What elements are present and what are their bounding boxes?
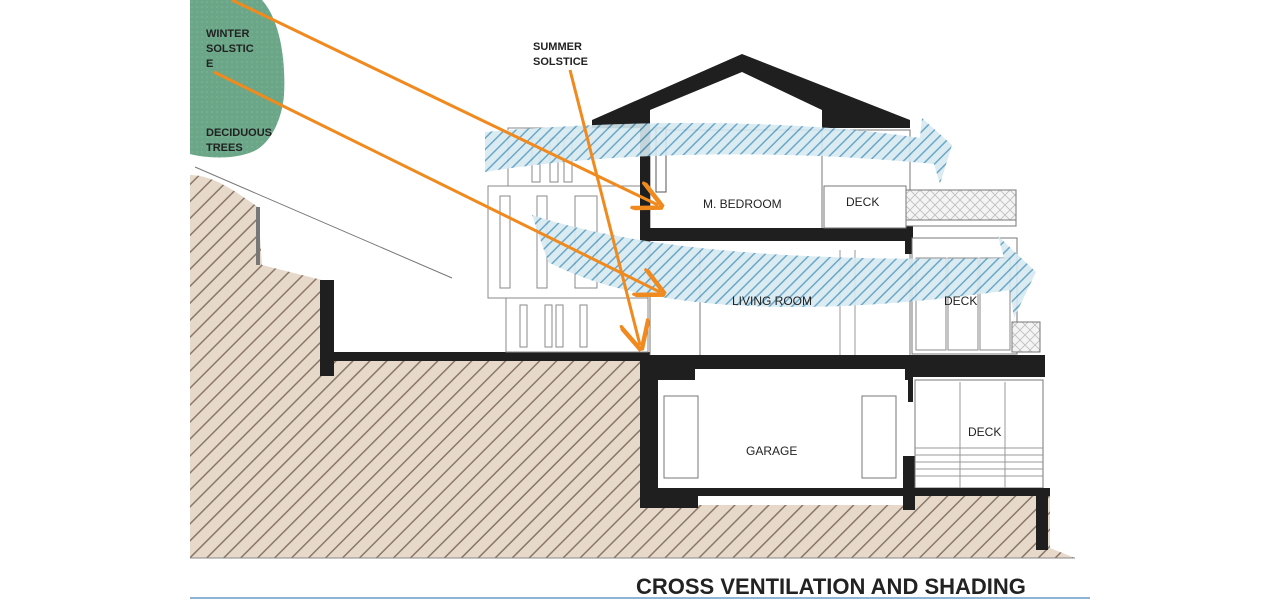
slope-line xyxy=(194,166,453,279)
room-label-deck-lower: DECK xyxy=(968,425,1001,439)
winter-sun-ray-upper xyxy=(231,0,658,205)
summer-solstice-label-line1: SUMMER xyxy=(533,41,582,53)
room-label-deck-upper: DECK xyxy=(846,195,879,209)
retaining-wall xyxy=(320,280,334,376)
room-label-garage: GARAGE xyxy=(746,444,797,458)
rear-volume xyxy=(487,127,649,353)
summer-sun-ray xyxy=(568,69,640,345)
room-label-living: LIVING ROOM xyxy=(732,294,812,308)
winter-solstice-label-line1: WINTER xyxy=(206,28,249,40)
deciduous-trees-label-line1: DECIDUOUS xyxy=(206,127,272,139)
ground-slab xyxy=(320,352,650,361)
deciduous-tree xyxy=(190,0,285,158)
deciduous-trees-label-line2: TREES xyxy=(206,142,243,154)
airflow-arrow-upper xyxy=(485,118,952,184)
winter-solstice-label-line3: E xyxy=(206,58,213,70)
ground-section xyxy=(190,175,1075,558)
diagram-title: CROSS VENTILATION AND SHADING xyxy=(636,574,1026,599)
room-label-deck-middle: DECK xyxy=(944,294,977,308)
winter-sun-ray-lower xyxy=(213,70,660,292)
summer-solstice-label-line2: SOLSTICE xyxy=(533,56,588,68)
room-label-bedroom: M. BEDROOM xyxy=(703,197,782,211)
winter-solstice-label-line2: SOLSTIC xyxy=(206,43,254,55)
